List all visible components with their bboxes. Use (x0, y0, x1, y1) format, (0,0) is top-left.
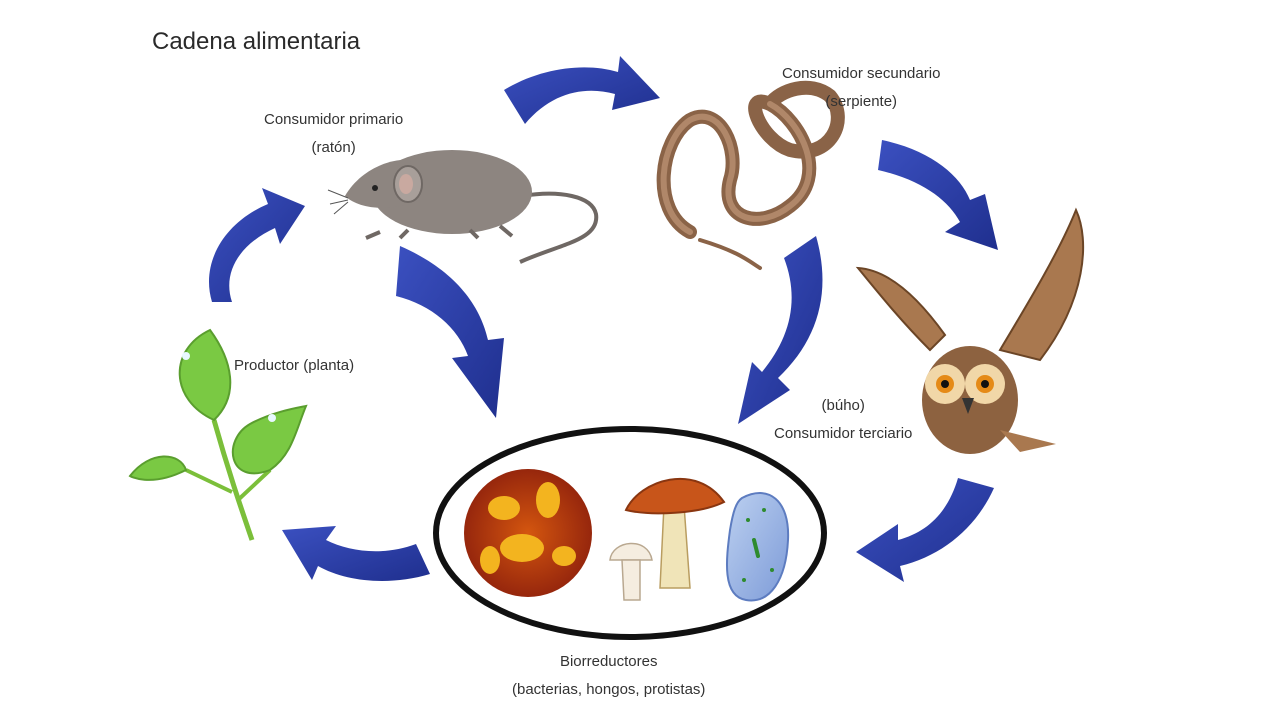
label-consumidor-primario: Consumidor primario (ratón) (264, 106, 403, 162)
label-terciario-line1: (búho) (821, 397, 865, 414)
owl-icon (855, 207, 1085, 454)
leaf-plant-icon (128, 328, 308, 541)
label-terciario-line2: Consumidor terciario (774, 425, 913, 442)
arrow-snake-to-owl (878, 140, 998, 250)
snake-icon (656, 80, 845, 270)
label-productor-text: Productor (planta) (234, 357, 355, 374)
label-consumidor-terciario: (búho) Consumidor terciario (774, 392, 912, 448)
arrow-snake-to-decomposers (738, 236, 823, 424)
arrow-owl-to-decomposers (856, 478, 994, 582)
protist-icon (725, 492, 790, 602)
label-biorreductores-line2: (bacterias, hongos, protistas) (512, 681, 706, 698)
label-consumidor-secundario: Consumidor secundario (serpiente) (782, 60, 940, 116)
label-biorreductores: Biorreductores (bacterias, hongos, proti… (512, 648, 705, 704)
label-secundario-line2: (serpiente) (825, 93, 898, 110)
mouse-icon (327, 150, 599, 264)
arrow-mouse-to-decomposers (396, 246, 504, 418)
label-biorreductores-line1: Biorreductores (559, 653, 658, 670)
label-primario-line2: (ratón) (311, 139, 356, 156)
diagram-title: Cadena alimentaria (152, 28, 361, 55)
mushroom-icon (609, 477, 726, 601)
arrow-mouse-to-snake (504, 56, 660, 124)
arrow-plant-to-mouse (208, 188, 305, 302)
label-secundario-line1: Consumidor secundario (782, 65, 941, 82)
arrow-decomposers-to-plant (282, 526, 430, 581)
label-productor: Productor (planta) (234, 352, 354, 380)
bacteria-icon (464, 469, 592, 597)
label-primario-line1: Consumidor primario (264, 111, 404, 128)
